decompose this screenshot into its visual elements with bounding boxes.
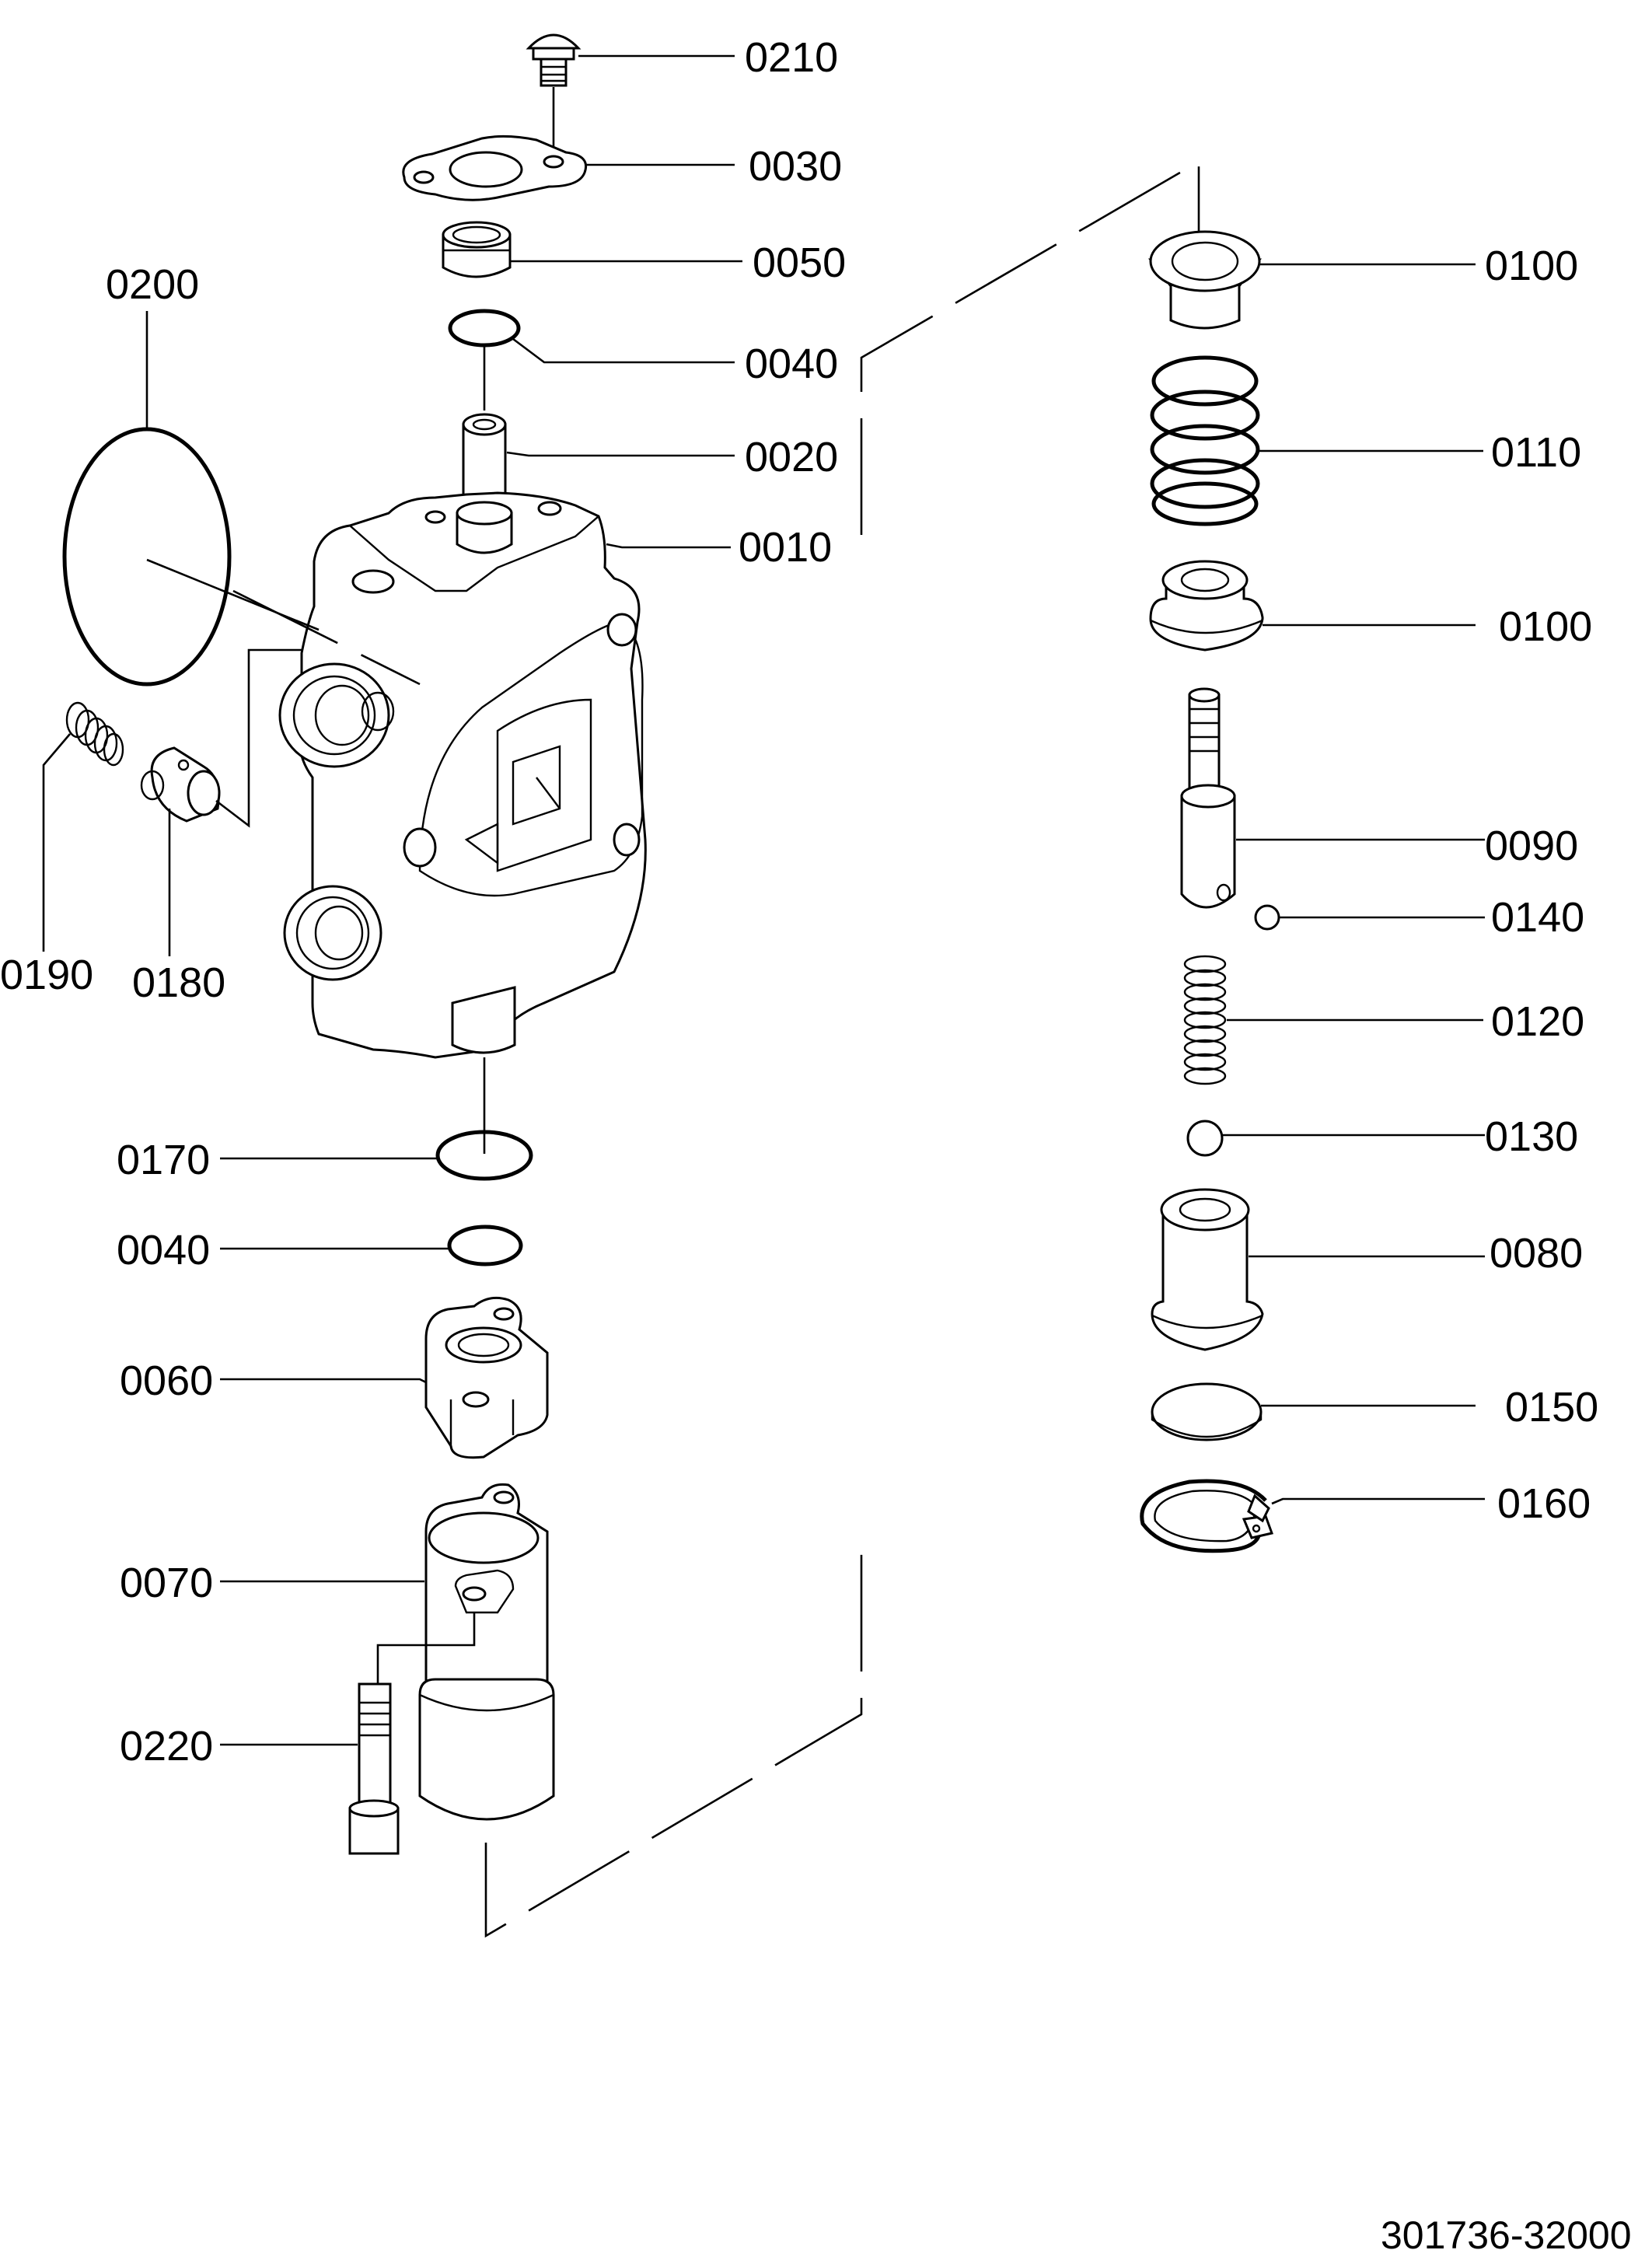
label-0120: 0120 <box>1491 998 1584 1045</box>
label-0100-bottom: 0100 <box>1499 603 1592 650</box>
label-0160: 0160 <box>1497 1480 1591 1527</box>
label-0030: 0030 <box>749 143 842 190</box>
label-0040-top: 0040 <box>745 341 838 387</box>
part-0060-flange <box>424 1296 549 1459</box>
part-0180-plug <box>140 746 221 823</box>
label-0080: 0080 <box>1490 1230 1583 1277</box>
part-0010-valve-body <box>278 491 647 1059</box>
part-0200-large-oring <box>62 427 232 687</box>
label-0190: 0190 <box>0 952 93 998</box>
part-0100-seat-bottom <box>1149 560 1264 652</box>
part-0160-snap-ring <box>1140 1479 1273 1553</box>
part-0140-ball <box>1254 904 1280 931</box>
label-0210: 0210 <box>745 34 838 81</box>
part-0220-bolt <box>348 1682 400 1855</box>
label-0110: 0110 <box>1491 429 1581 476</box>
label-0050: 0050 <box>753 239 846 286</box>
part-0030-gasket <box>402 135 587 201</box>
part-0050-bushing <box>442 221 512 278</box>
label-0010: 0010 <box>739 524 832 571</box>
part-0040-oring-top <box>448 309 521 348</box>
part-0210-screw <box>526 33 582 87</box>
label-0100-top: 0100 <box>1485 243 1578 289</box>
part-0080-sleeve <box>1151 1188 1264 1351</box>
part-0130-ball <box>1186 1120 1224 1157</box>
label-0130: 0130 <box>1485 1113 1578 1160</box>
label-0090: 0090 <box>1485 823 1578 869</box>
label-0140: 0140 <box>1491 894 1584 941</box>
part-0100-seat-top <box>1147 230 1263 330</box>
part-0040-oring-bottom <box>447 1225 523 1267</box>
part-0150-disk <box>1151 1382 1263 1441</box>
part-0110-spring <box>1150 355 1260 526</box>
label-0220: 0220 <box>120 1723 213 1770</box>
label-0200: 0200 <box>106 261 199 308</box>
part-0190-spring <box>65 701 124 767</box>
label-0020: 0020 <box>745 434 838 480</box>
label-0150: 0150 <box>1505 1384 1598 1431</box>
part-0090-poppet <box>1180 687 1236 909</box>
label-0170: 0170 <box>117 1137 210 1183</box>
part-0170-oring <box>435 1130 533 1181</box>
label-0060: 0060 <box>120 1357 213 1404</box>
part-0120-spring <box>1183 955 1227 1085</box>
part-0070-cover <box>418 1483 555 1821</box>
label-0070: 0070 <box>120 1560 213 1606</box>
label-0040-bottom: 0040 <box>117 1227 210 1273</box>
label-0180: 0180 <box>132 959 225 1006</box>
document-number: 301736-32000 <box>1381 2213 1632 2257</box>
